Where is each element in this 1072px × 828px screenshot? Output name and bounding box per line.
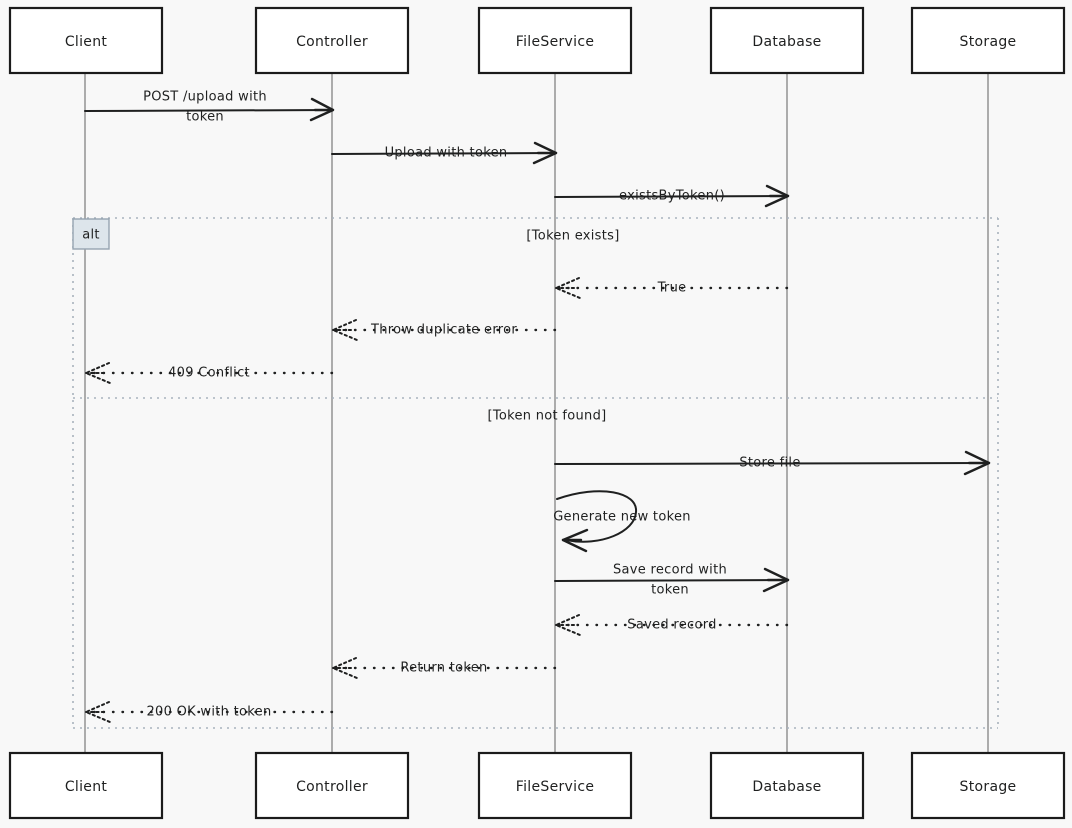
alt-tag-label: alt <box>82 228 100 243</box>
participant-box[interactable] <box>254 6 410 75</box>
message-label: Generate new token <box>553 510 691 525</box>
participant-label: Storage <box>960 779 1017 795</box>
message-post-upload-with-token: POST /upload with token <box>84 90 335 125</box>
message-exists-by-token: existsByToken() <box>554 184 790 208</box>
message-label: Saved record <box>627 618 716 633</box>
participant-label: FileService <box>516 34 594 50</box>
participant-database-top[interactable]: Database <box>709 6 865 75</box>
message-label: Store file <box>739 456 800 471</box>
message-return-token: Return token <box>330 657 557 679</box>
participant-controller-top[interactable]: Controller <box>254 6 410 75</box>
participant-database-bottom[interactable]: Database <box>709 751 865 820</box>
message-label: 200 OK with token <box>146 705 271 720</box>
participant-boxes-top: Client Controller FileService Database S… <box>8 6 1066 75</box>
message-store-file: Store file <box>554 450 991 476</box>
message-200-ok-with-token: 200 OK with token <box>83 701 334 723</box>
participant-label: Database <box>752 34 821 50</box>
participant-box[interactable] <box>8 6 164 75</box>
participant-box[interactable] <box>477 6 633 75</box>
lifelines-group <box>84 73 989 753</box>
participant-box[interactable] <box>8 751 164 820</box>
message-label: existsByToken() <box>619 189 725 204</box>
participant-client-bottom[interactable]: Client <box>8 751 164 820</box>
message-label: True <box>657 281 687 296</box>
message-label: 409 Conflict <box>168 366 250 381</box>
message-label: Return token <box>400 661 487 676</box>
participant-label: Controller <box>296 34 368 50</box>
participant-label: Storage <box>960 34 1017 50</box>
message-saved-record: Saved record <box>553 614 789 636</box>
participant-label: FileService <box>516 779 594 795</box>
message-label-line-2: token <box>186 110 224 125</box>
message-label-line-1: POST /upload with <box>143 90 267 105</box>
participant-storage-top[interactable]: Storage <box>910 6 1066 75</box>
message-save-record-with-token: Save record with token <box>554 563 790 598</box>
participant-client-top[interactable]: Client <box>8 6 164 75</box>
participant-box[interactable] <box>709 751 865 820</box>
participant-box[interactable] <box>477 751 633 820</box>
message-label-line-2: token <box>651 583 689 598</box>
alt-condition-1: [Token exists] <box>526 229 619 244</box>
message-label-line-1: Save record with <box>613 563 727 578</box>
participant-boxes-bottom: Client Controller FileService Database S… <box>8 751 1066 820</box>
participant-box[interactable] <box>910 6 1066 75</box>
message-label: Upload with token <box>385 146 508 161</box>
message-409-conflict: 409 Conflict <box>83 362 334 384</box>
alt-condition-2: [Token not found] <box>487 409 606 424</box>
participant-label: Client <box>65 779 108 795</box>
message-throw-duplicate-error: Throw duplicate error <box>330 319 557 341</box>
participant-controller-bottom[interactable]: Controller <box>254 751 410 820</box>
message-generate-new-token: Generate new token <box>553 490 691 553</box>
participant-box[interactable] <box>254 751 410 820</box>
participant-label: Controller <box>296 779 368 795</box>
participant-label: Database <box>752 779 821 795</box>
participant-fileservice-top[interactable]: FileService <box>477 6 633 75</box>
participant-box[interactable] <box>910 751 1066 820</box>
participant-fileservice-bottom[interactable]: FileService <box>477 751 633 820</box>
alt-tag-box <box>72 218 110 250</box>
participant-storage-bottom[interactable]: Storage <box>910 751 1066 820</box>
message-upload-with-token: Upload with token <box>331 141 558 165</box>
message-true: True <box>553 277 789 299</box>
message-label: Throw duplicate error <box>370 323 517 338</box>
participant-label: Client <box>65 34 108 50</box>
participant-box[interactable] <box>709 6 865 75</box>
alt-fragment: alt [Token exists] [Token not found] <box>72 217 999 729</box>
